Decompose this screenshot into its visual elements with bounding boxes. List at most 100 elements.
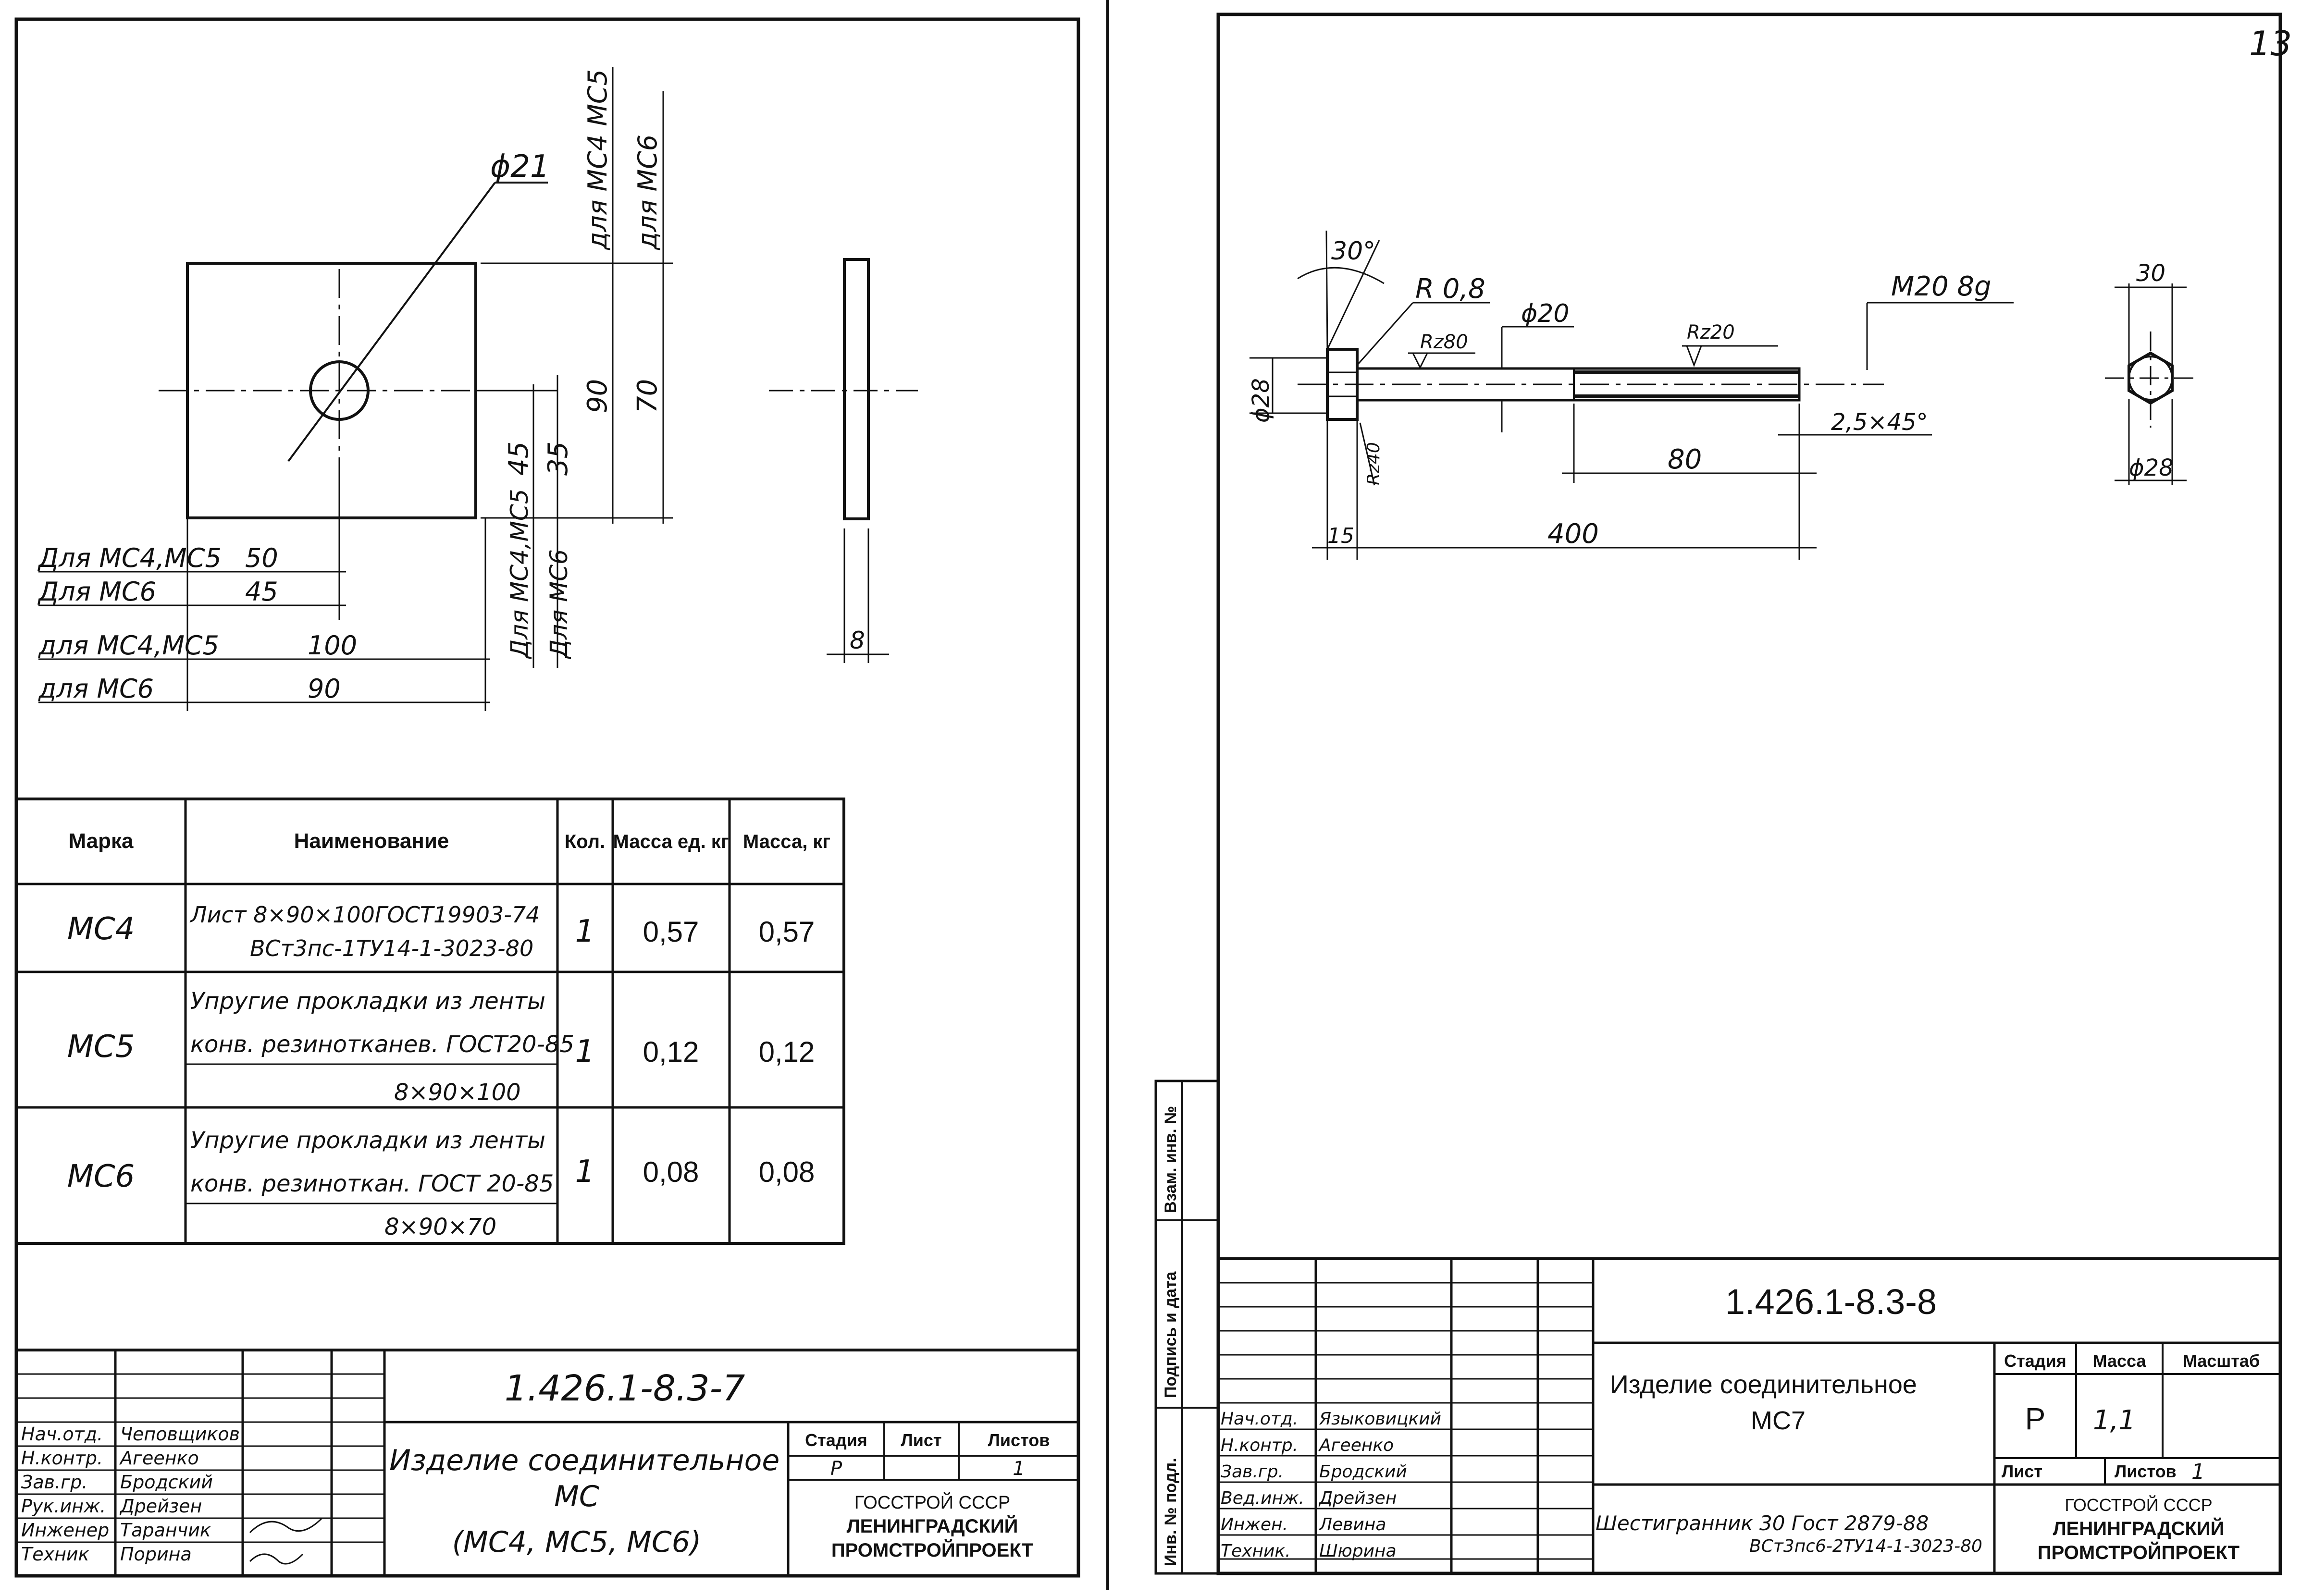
left-title-line3: (МС4, МС5, МС6)	[452, 1525, 702, 1559]
header-qty: Кол.	[565, 831, 605, 852]
dim-len-80: 80	[1668, 444, 1702, 475]
dim-hex-30: 30	[2136, 260, 2165, 287]
stamp-replace-inv: Взам. инв. №	[1162, 1106, 1180, 1213]
r-role-5: Техник.	[1221, 1541, 1291, 1561]
right-sheets-header: Листов	[2115, 1461, 2177, 1481]
dim-45: 45	[503, 442, 534, 476]
dim-hex-dia-28: ϕ28	[2129, 454, 2174, 481]
row-mc4-name2: ВСт3пс-1ТУ14-1-3023-80	[250, 935, 533, 961]
r-role-3: Вед.инж.	[1221, 1488, 1304, 1508]
r-role-4: Инжен.	[1221, 1515, 1288, 1535]
right-mass-value: 1,1	[2093, 1405, 2136, 1436]
role-1: Н.контр.	[21, 1448, 103, 1469]
row-mc4-name1: Лист 8×90×100ГОСТ19903-74	[189, 902, 540, 928]
row3-value: 100	[308, 630, 357, 661]
name-5: Порина	[120, 1544, 192, 1565]
row1-label: Для МС4,МС5	[37, 543, 222, 573]
right-sheet: 13 80 15 400 ϕ28	[1154, 12, 2292, 1575]
label-for-mc4-mc5: для МС4 МС5	[582, 69, 613, 250]
r-name-0: Языковицкий	[1319, 1409, 1441, 1429]
left-stage-header: Стадия	[805, 1430, 867, 1450]
dim-angle: 30°	[1331, 237, 1375, 266]
vert-label-mc6: Для МС6	[545, 549, 573, 659]
row-mc6-name2: конв. резиноткан. ГОСТ 20-85	[190, 1170, 554, 1197]
left-org-line2: ЛЕНИНГРАДСКИЙ	[847, 1515, 1018, 1537]
page-number: 13	[2249, 24, 2292, 63]
row-mc5-mass-unit: 0,12	[643, 1036, 699, 1068]
plate-width-dims: Для МС4,МС5 50 Для МС6 45 для МС4,МС5 10…	[37, 480, 490, 711]
dim-thickness: 8	[850, 626, 865, 654]
row2-value: 45	[245, 577, 278, 607]
left-org-line3: ПРОМСТРОЙПРОЕКТ	[831, 1539, 1033, 1561]
role-5: Техник	[21, 1544, 89, 1565]
right-stage-header: Стадия	[2004, 1351, 2066, 1371]
stamp-signature-date: Подпись и дата	[1162, 1271, 1180, 1398]
name-3: Дрейзен	[119, 1496, 202, 1517]
right-mass-header: Масса	[2093, 1351, 2147, 1371]
row3-label: для МС4,МС5	[38, 630, 219, 661]
hex-end-view: 30 ϕ28	[2105, 260, 2196, 485]
left-sheets-value: 1	[1013, 1458, 1025, 1480]
row-mc6-name3: 8×90×70	[384, 1214, 496, 1240]
header-name: Наименование	[294, 829, 449, 853]
r-name-5: Шюрина	[1319, 1541, 1397, 1561]
right-sheet-header: Лист	[2002, 1461, 2042, 1481]
row-mc4-mass: 0,57	[759, 916, 815, 948]
row-mc5-qty: 1	[575, 1034, 595, 1069]
row-mc5-name3: 8×90×100	[394, 1079, 521, 1106]
row-mc5-name2: конв. резинотканев. ГОСТ20-85	[190, 1031, 574, 1058]
bolt-view: 80 15 400 ϕ28 30° R 0,8 Rz80 ϕ20 Rz20	[1248, 230, 2014, 560]
rz40-label: Rz40	[1364, 442, 1384, 485]
side-stamp: Инв. № подл. Подпись и дата Взам. инв. №	[1154, 1080, 1220, 1575]
row-mc4-mark: МС4	[67, 911, 135, 947]
row-mc6-mark: МС6	[67, 1159, 135, 1194]
name-4: Таранчик	[120, 1520, 211, 1541]
dim-len-400: 400	[1547, 518, 1599, 550]
right-stage-value: Р	[2025, 1401, 2046, 1436]
dim-thread: М20 8g	[1891, 271, 1992, 302]
plate-front-view: ϕ21	[159, 149, 550, 519]
material-line2: ВСт3пс6-2ТУ14-1-3023-80	[1749, 1536, 1982, 1556]
dim-radius: R 0,8	[1415, 273, 1485, 305]
row-mc5-name1: Упругие прокладки из ленты	[190, 988, 545, 1015]
row4-value: 90	[308, 674, 341, 704]
row-mc6-qty: 1	[575, 1154, 595, 1190]
name-1: Агеенко	[119, 1448, 199, 1469]
right-sheet-frame	[1216, 12, 2282, 1575]
row2-label: Для МС6	[37, 577, 156, 607]
right-title-block: 1.426.1-8.3-8 Нач.отд. Н.контр. Зав.гр. …	[1218, 1257, 2280, 1573]
role-3: Рук.инж.	[21, 1496, 106, 1517]
role-0: Нач.отд.	[21, 1424, 103, 1445]
stamp-inv-no: Инв. № подл.	[1162, 1458, 1180, 1566]
right-org-line1: ГОССТРОЙ СССР	[2065, 1495, 2212, 1515]
right-sheets-value: 1	[2191, 1460, 2205, 1484]
row-mc6-mass: 0,08	[759, 1156, 815, 1188]
rz20-label: Rz20	[1687, 321, 1735, 344]
row-mc4-mass-unit: 0,57	[643, 916, 699, 948]
left-sheet-header: Лист	[901, 1430, 941, 1450]
role-2: Зав.гр.	[21, 1472, 87, 1493]
spec-table: Марка Наименование Кол. Масса ед. кг Мас…	[15, 798, 845, 1245]
left-drawing-code: 1.426.1-8.3-7	[505, 1368, 745, 1409]
header-mass: Масса, кг	[743, 831, 830, 852]
right-drawing-code: 1.426.1-8.3-8	[1725, 1282, 1937, 1322]
row4-label: для МС6	[38, 674, 154, 704]
left-org-line1: ГОССТРОЙ СССР	[854, 1491, 1010, 1513]
dim-90: 90	[582, 379, 613, 413]
row-mc6-mass-unit: 0,08	[643, 1156, 699, 1188]
r-name-1: Агеенко	[1318, 1436, 1394, 1455]
r-role-2: Зав.гр.	[1221, 1462, 1284, 1482]
dim-len-15: 15	[1327, 524, 1354, 548]
material-line1: Шестигранник 30 Гост 2879-88	[1596, 1511, 1929, 1535]
right-title-line1: Изделие соединительное	[1610, 1370, 1917, 1399]
r-name-4: Левина	[1318, 1515, 1386, 1535]
left-title-line1: Изделие соединительное	[389, 1444, 779, 1477]
name-0: Чеповщиков	[120, 1424, 240, 1445]
signature-mark	[249, 1517, 323, 1534]
row1-value: 50	[245, 543, 278, 573]
header-mass-unit: Масса ед. кг	[613, 831, 729, 852]
r-role-0: Нач.отд.	[1221, 1409, 1298, 1429]
right-org-line2: ЛЕНИНГРАДСКИЙ	[2053, 1517, 2225, 1539]
left-sheet: ϕ21 45 35 90 70 для МС4 МС5 для МС6 Для …	[14, 17, 1080, 1578]
